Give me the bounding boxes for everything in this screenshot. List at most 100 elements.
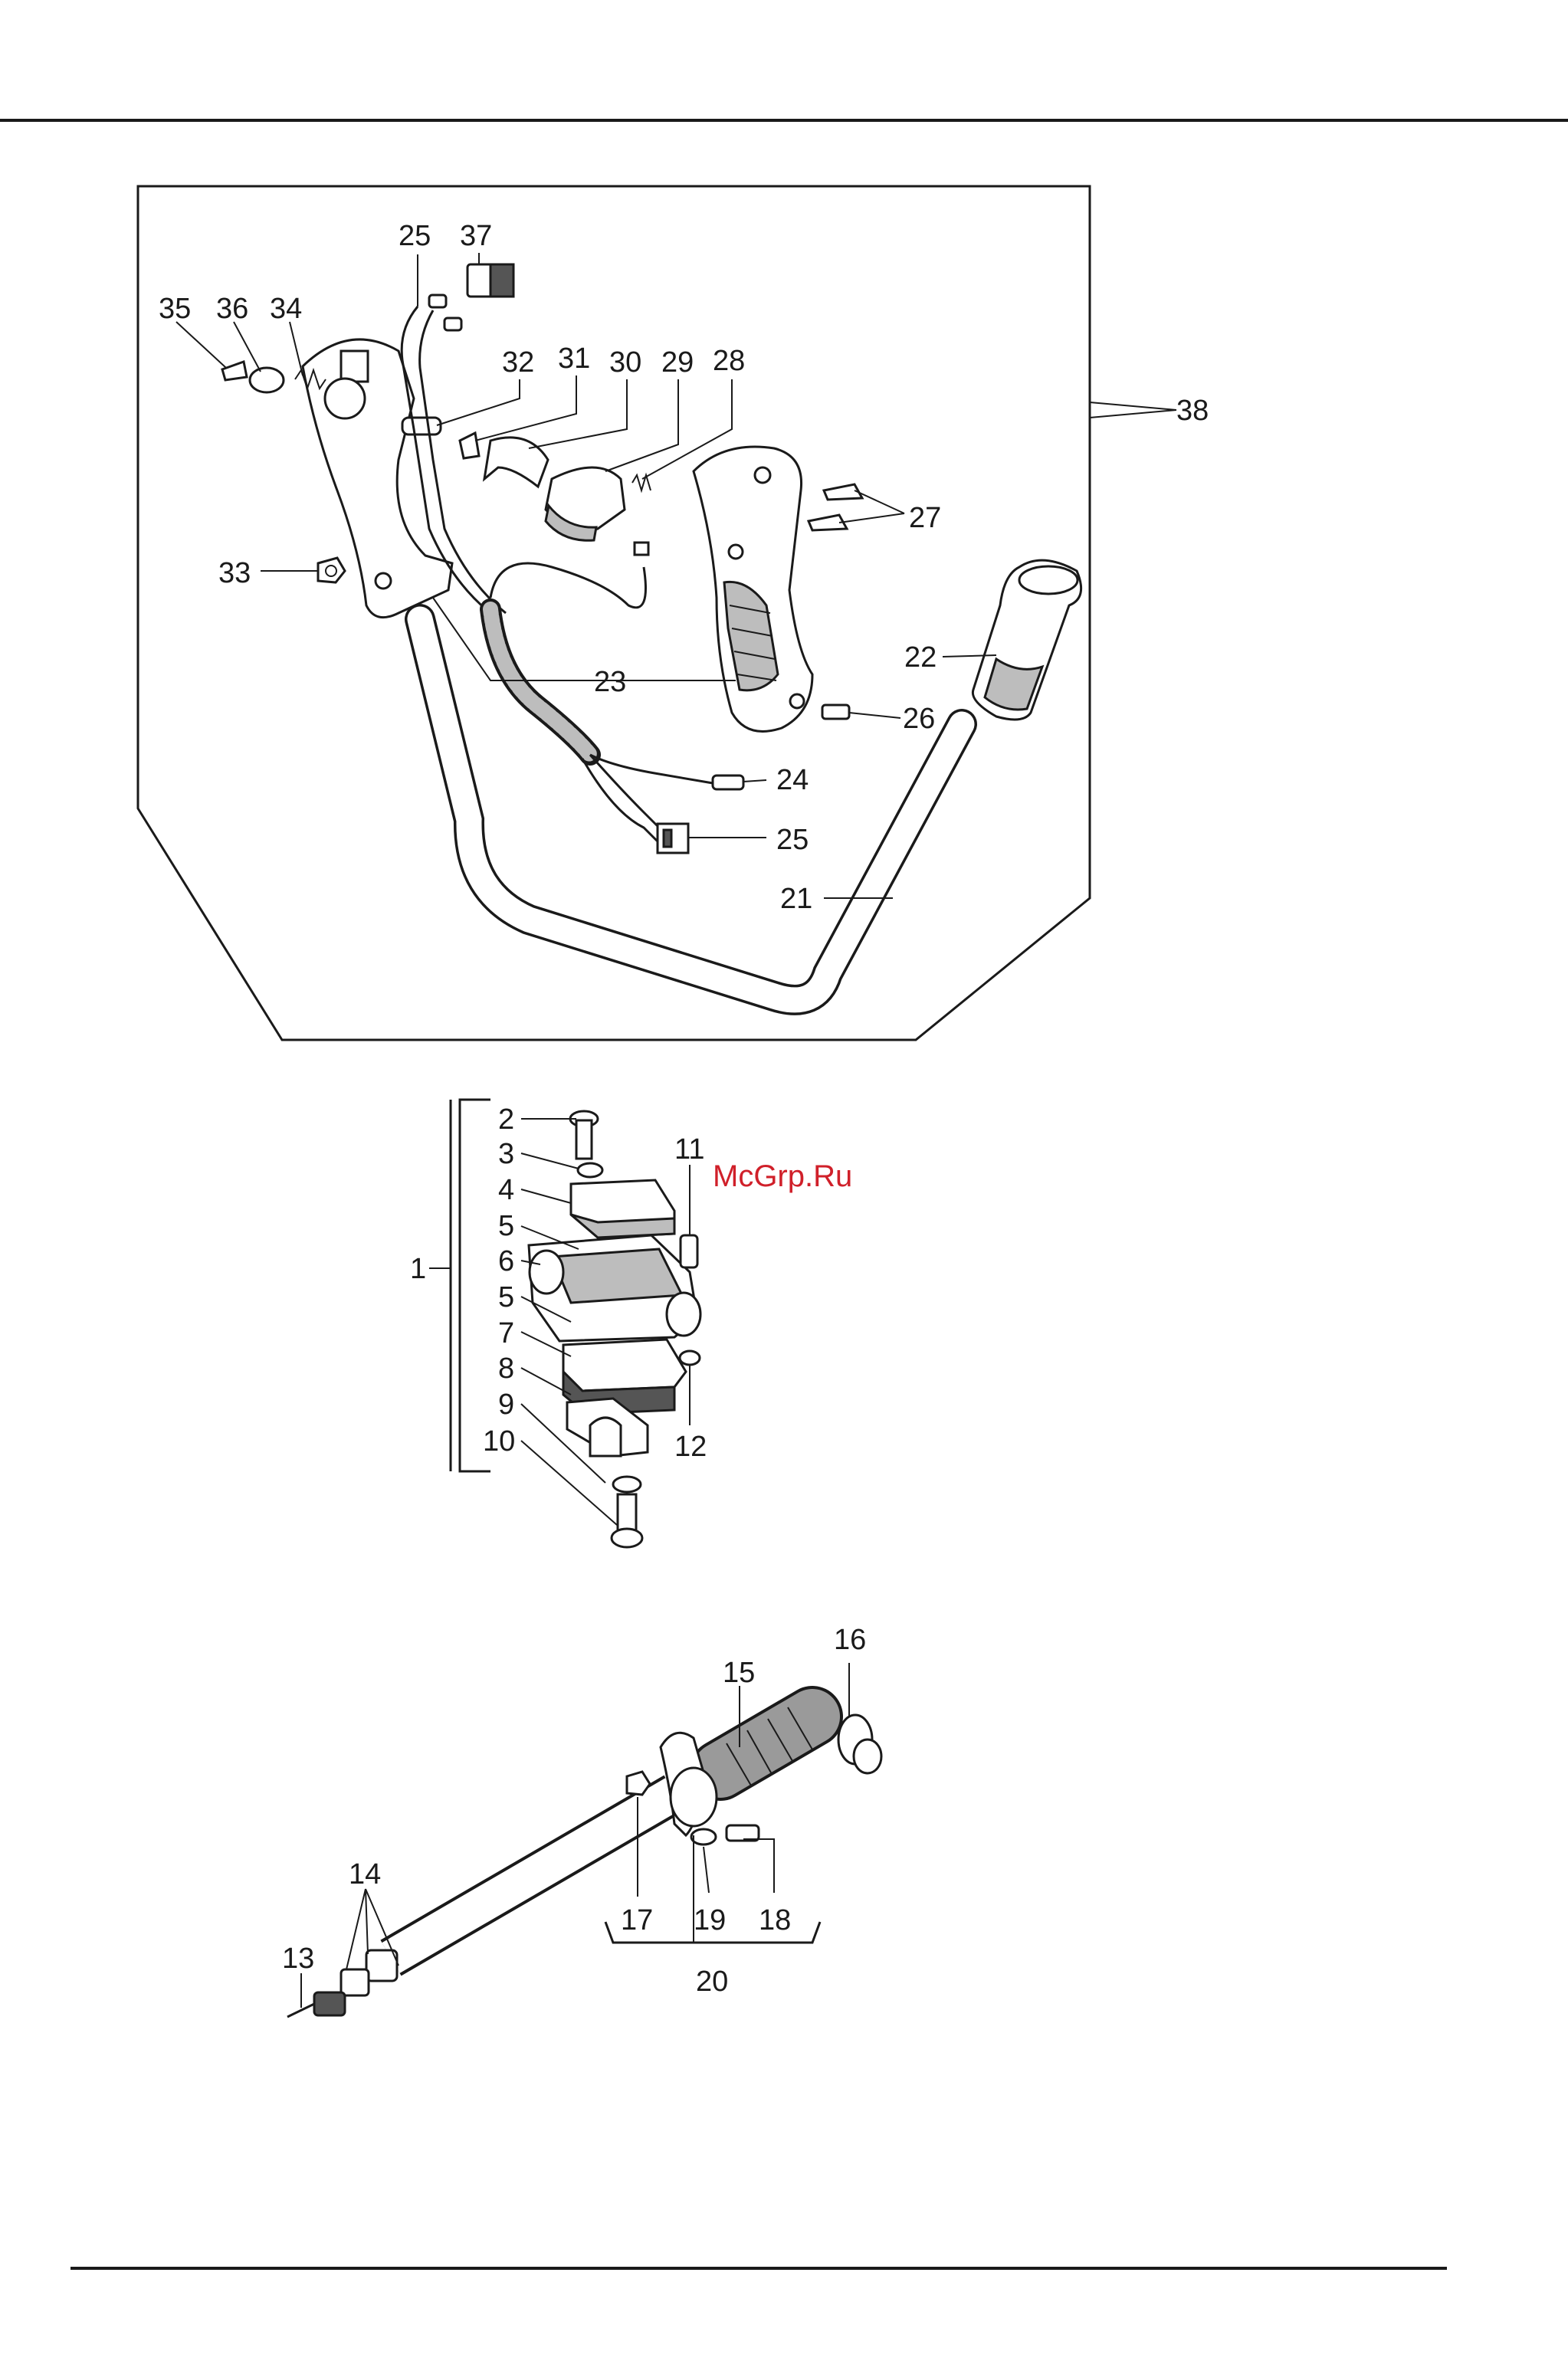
leader-29 bbox=[605, 379, 678, 471]
callout-32: 32 bbox=[502, 346, 534, 379]
fitting-14-a bbox=[366, 1950, 397, 1981]
spring-28 bbox=[632, 475, 651, 490]
callout-15: 15 bbox=[723, 1657, 755, 1689]
wire-lower-1 bbox=[590, 755, 713, 783]
grip-hole-2 bbox=[729, 545, 743, 559]
clamp-6-bore-right bbox=[667, 1293, 700, 1336]
nut-12 bbox=[680, 1351, 700, 1365]
bolt-10-head bbox=[612, 1529, 642, 1547]
housing-screw-hole bbox=[376, 573, 391, 589]
callout-3: 3 bbox=[498, 1138, 514, 1170]
wire-connector-upper-1 bbox=[429, 295, 446, 307]
callout-11: 11 bbox=[674, 1133, 704, 1166]
callout-23: 23 bbox=[594, 666, 626, 698]
leader-34 bbox=[290, 322, 303, 375]
callout-37: 37 bbox=[460, 220, 492, 252]
clamp-7 bbox=[563, 1340, 686, 1391]
callout-18: 18 bbox=[759, 1904, 791, 1936]
callout-34: 34 bbox=[270, 293, 302, 325]
callout-19: 19 bbox=[694, 1904, 726, 1936]
callout-28: 28 bbox=[713, 345, 745, 377]
housing-window bbox=[341, 351, 368, 382]
shaft-assembly-group: 16 15 14 17 19 18 13 20 bbox=[282, 1624, 881, 2017]
wire-terminal bbox=[635, 543, 648, 555]
connector-25-lower bbox=[658, 824, 688, 853]
clamp-bracket-20-ring bbox=[671, 1768, 717, 1826]
leader-38 bbox=[1090, 402, 1176, 418]
nut-33 bbox=[318, 558, 345, 582]
callout-26: 26 bbox=[903, 703, 935, 735]
callout-17: 17 bbox=[621, 1904, 653, 1936]
callout-36: 36 bbox=[216, 293, 248, 325]
fitting-14-b bbox=[341, 1969, 369, 1995]
grip-hole-3 bbox=[790, 694, 804, 708]
housing-boss bbox=[325, 379, 365, 418]
callout-21: 21 bbox=[780, 883, 812, 915]
leader-26 bbox=[849, 713, 900, 718]
screw-26 bbox=[822, 705, 849, 719]
clamp-6-bore-left bbox=[530, 1251, 563, 1294]
callout-4: 4 bbox=[498, 1174, 514, 1206]
grip-hole-1 bbox=[755, 467, 770, 483]
leader-3 bbox=[521, 1153, 579, 1169]
callout-30: 30 bbox=[609, 346, 641, 379]
callout-35: 35 bbox=[159, 293, 191, 325]
connector-25-lower-pin bbox=[664, 830, 671, 847]
bolt-2-shank bbox=[576, 1120, 592, 1159]
callout-31: 31 bbox=[558, 343, 590, 375]
handle-assembly-group: 25 37 35 36 34 32 31 30 29 28 38 27 33 2… bbox=[138, 186, 1209, 1040]
callout-13: 13 bbox=[282, 1943, 314, 1975]
switch-37-rocker bbox=[490, 264, 513, 297]
watermark: McGrp.Ru bbox=[713, 1159, 852, 1193]
wire-connector-upper-2 bbox=[444, 318, 461, 330]
terminal-24 bbox=[713, 776, 743, 789]
leader-23 bbox=[433, 598, 736, 680]
clamp-ring-16-b bbox=[854, 1740, 881, 1773]
callout-38: 38 bbox=[1176, 395, 1209, 427]
front-grip-22-cap bbox=[1019, 566, 1078, 594]
callout-14: 14 bbox=[349, 1858, 381, 1890]
washer-10 bbox=[613, 1477, 641, 1492]
callout-8: 8 bbox=[498, 1353, 514, 1385]
callout-29: 29 bbox=[661, 346, 694, 379]
washer-3 bbox=[578, 1163, 602, 1177]
callout-9: 9 bbox=[498, 1389, 514, 1421]
leader-35 bbox=[176, 322, 226, 368]
callout-16: 16 bbox=[834, 1624, 866, 1656]
leader-24 bbox=[743, 780, 766, 782]
callout-22: 22 bbox=[904, 641, 937, 674]
callout-6: 6 bbox=[498, 1245, 514, 1277]
leader-4 bbox=[521, 1189, 571, 1203]
callout-25-top: 25 bbox=[399, 220, 431, 252]
callout-27: 27 bbox=[909, 502, 941, 534]
callout-5-top: 5 bbox=[498, 1210, 514, 1242]
bracket-1 bbox=[460, 1100, 490, 1471]
callout-7: 7 bbox=[498, 1317, 514, 1349]
wire-loop bbox=[490, 563, 646, 608]
leader-30 bbox=[529, 379, 627, 448]
pin-32 bbox=[402, 418, 441, 434]
screw-35 bbox=[222, 362, 247, 380]
lever-30 bbox=[484, 438, 548, 487]
callout-24: 24 bbox=[776, 764, 809, 796]
callout-5-bottom: 5 bbox=[498, 1281, 514, 1313]
sleeve-36 bbox=[250, 368, 284, 392]
callout-2: 2 bbox=[498, 1103, 514, 1136]
callout-25-lower: 25 bbox=[776, 824, 809, 856]
callout-1: 1 bbox=[410, 1253, 426, 1285]
callout-10: 10 bbox=[483, 1425, 515, 1458]
callout-20: 20 bbox=[696, 1966, 728, 1998]
clamp-9-notch bbox=[590, 1418, 621, 1456]
callout-33: 33 bbox=[218, 557, 251, 589]
callout-12: 12 bbox=[674, 1431, 707, 1463]
leader-19 bbox=[704, 1847, 709, 1893]
fitting-13 bbox=[314, 1992, 345, 2015]
leader-32 bbox=[437, 379, 520, 425]
clamp-assembly-group: 2 3 11 4 5 6 1 5 7 8 12 9 10 bbox=[410, 1100, 707, 1547]
clamp-6-cylinder bbox=[552, 1249, 682, 1303]
screw-11 bbox=[681, 1235, 697, 1267]
washer-19 bbox=[691, 1829, 716, 1845]
clip-31 bbox=[460, 433, 479, 458]
leader-18 bbox=[743, 1839, 774, 1893]
